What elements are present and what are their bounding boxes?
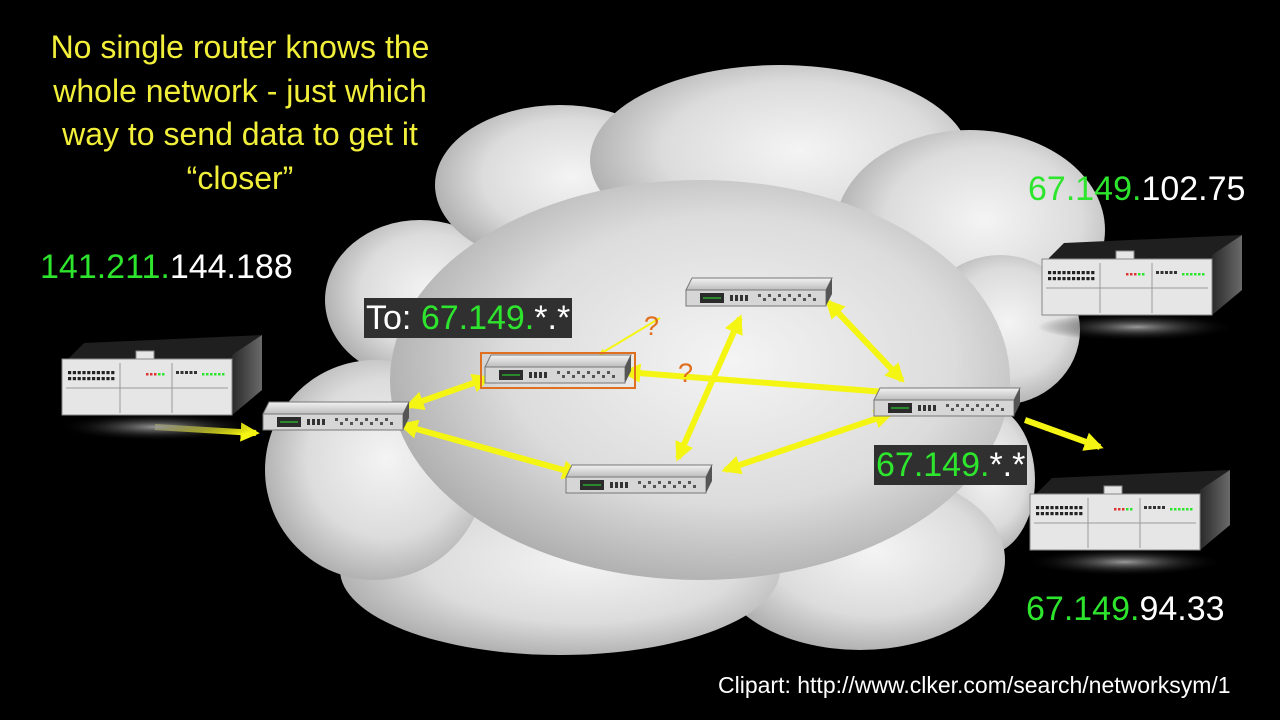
wildcard-suffix: *.*	[534, 299, 571, 337]
arrow-icon	[721, 409, 894, 475]
switch-icon	[685, 277, 833, 307]
arrow-icon	[398, 419, 582, 480]
current-router-highlight	[480, 352, 636, 389]
caption-text: No single router knows the whole network…	[50, 29, 430, 196]
dest-host-top-address: 67.149.102.75	[1028, 169, 1245, 209]
arrow-icon	[621, 363, 886, 395]
dest-host-bottom-address: 67.149.94.33	[1026, 589, 1225, 629]
switch-icon	[484, 354, 632, 384]
arrow-icon	[404, 374, 492, 410]
network-prefix: 141.211.	[40, 248, 170, 286]
wildcard-suffix: *.*	[989, 446, 1026, 484]
clipart-credit: Clipart: http://www.clker.com/search/net…	[718, 672, 1231, 698]
question-mark: ?	[678, 358, 694, 388]
network-prefix: 67.149.	[420, 299, 535, 337]
network-prefix: 67.149.	[876, 446, 990, 484]
server-icon	[57, 335, 262, 441]
server-icon	[1037, 235, 1242, 341]
arrow-icon	[825, 299, 905, 383]
host-suffix: 94.33	[1139, 590, 1225, 628]
switch-icon	[565, 464, 713, 494]
arrow-icon	[1023, 417, 1104, 451]
network-prefix: 67.149.	[1026, 590, 1140, 628]
packet-prefix: To:	[366, 299, 421, 337]
host-suffix: 144.188	[169, 248, 293, 286]
route-table-label: 67.149.*.*	[874, 445, 1028, 485]
switch-icon	[262, 401, 410, 431]
arrow-icon	[675, 314, 743, 462]
source-host-address: 141.211.144.188	[40, 247, 293, 287]
host-suffix: 102.75	[1141, 170, 1246, 208]
packet-destination-label: To: 67.149.*.*	[364, 298, 573, 338]
arrow-icon	[598, 317, 661, 355]
network-prefix: 67.149.	[1028, 170, 1142, 208]
question-mark: ?	[644, 311, 660, 341]
switch-icon	[873, 387, 1021, 417]
server-icon	[1025, 470, 1230, 576]
